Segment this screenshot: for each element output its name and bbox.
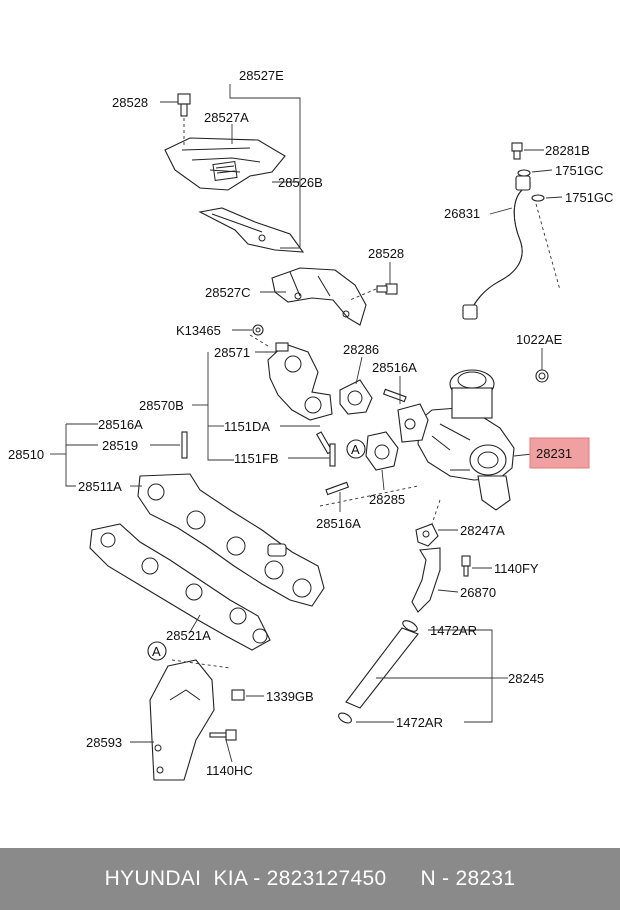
callout-26870: 26870 (460, 585, 496, 600)
callout-28593: 28593 (86, 735, 122, 750)
heat-shield-28526b (198, 207, 305, 253)
callout-1151da: 1151DA (224, 419, 270, 434)
callout-28527c: 28527C (205, 285, 251, 300)
svg-text:A: A (152, 644, 161, 659)
gasket-1022ae (535, 369, 549, 383)
gasket-28285 (365, 431, 399, 471)
reference-marker-a-1: A (346, 439, 366, 459)
callout-1751gc-b: 1751GC (565, 190, 613, 205)
oil-return-pipe-26870 (411, 523, 471, 613)
callout-28527e: 28527E (239, 68, 284, 83)
callout-28286: 28286 (343, 342, 379, 357)
callout-1472ar-a: 1472AR (430, 623, 477, 638)
callout-1472ar-b: 1472AR (396, 715, 443, 730)
callout-1339gb: 1339GB (266, 689, 314, 704)
bolt-28528-mid (349, 283, 398, 301)
exhaust-manifold-28511a (137, 473, 325, 607)
turbocharger-28231 (397, 369, 515, 511)
callout-1022ae: 1022AE (516, 332, 563, 347)
callout-1140hc: 1140HC (206, 763, 253, 778)
parts-diagram: 28527E 28528 28527A 28526B 28528 28527C … (8, 68, 613, 781)
footer-reference-number: N - 28231 (420, 867, 516, 890)
heat-shield-28527a (164, 137, 286, 191)
callout-28528-top: 28528 (112, 95, 148, 110)
callout-28510: 28510 (8, 447, 44, 462)
leader-lines (50, 84, 563, 763)
callout-28285: 28285 (369, 492, 405, 507)
highlight-28231 (529, 437, 590, 469)
footer-bar: HYUNDAI KIA - 2823127450 N - 28231 (0, 848, 620, 910)
svg-text:A: A (351, 442, 360, 457)
callout-k13465: K13465 (176, 323, 221, 338)
callout-28526b: 28526B (278, 175, 323, 190)
callout-28571: 28571 (214, 345, 250, 360)
exhaust-elbow-28570b (267, 342, 333, 421)
gasket-28286 (339, 379, 373, 415)
callout-28245: 28245 (508, 671, 544, 686)
callouts: 28527E 28528 28527A 28526B 28528 28527C … (8, 68, 613, 778)
callout-28521a: 28521A (166, 628, 211, 643)
bracket-28593 (149, 659, 245, 781)
oil-return-hose-28245 (338, 620, 419, 724)
footer-brand-part-number: HYUNDAI KIA - 2823127450 (104, 867, 387, 890)
callout-28247a: 28247A (460, 523, 505, 538)
callout-1151fb: 1151FB (234, 451, 279, 466)
callout-28231: 28231 (536, 446, 572, 461)
nut-k13465 (252, 324, 264, 336)
callout-26831: 26831 (444, 206, 480, 221)
callout-1140fy: 1140FY (494, 561, 539, 576)
callout-28516a-a: 28516A (372, 360, 417, 375)
callout-28527a: 28527A (204, 110, 249, 125)
heat-shield-28527c (271, 267, 367, 326)
callout-28519: 28519 (102, 438, 138, 453)
callout-28528-mid: 28528 (368, 246, 404, 261)
callout-28516a-b: 28516A (98, 417, 143, 432)
reference-marker-a-2: A (147, 641, 167, 661)
oil-feed-pipe-26831 (462, 142, 561, 320)
callout-28570b: 28570B (139, 398, 184, 413)
callout-28281b: 28281B (545, 143, 590, 158)
manifold-gasket-28521a (89, 523, 271, 651)
callout-28516a-c: 28516A (316, 516, 361, 531)
callout-28511a: 28511A (78, 479, 122, 494)
callout-1751gc-a: 1751GC (555, 163, 603, 178)
bolt-28528-top (177, 93, 191, 148)
